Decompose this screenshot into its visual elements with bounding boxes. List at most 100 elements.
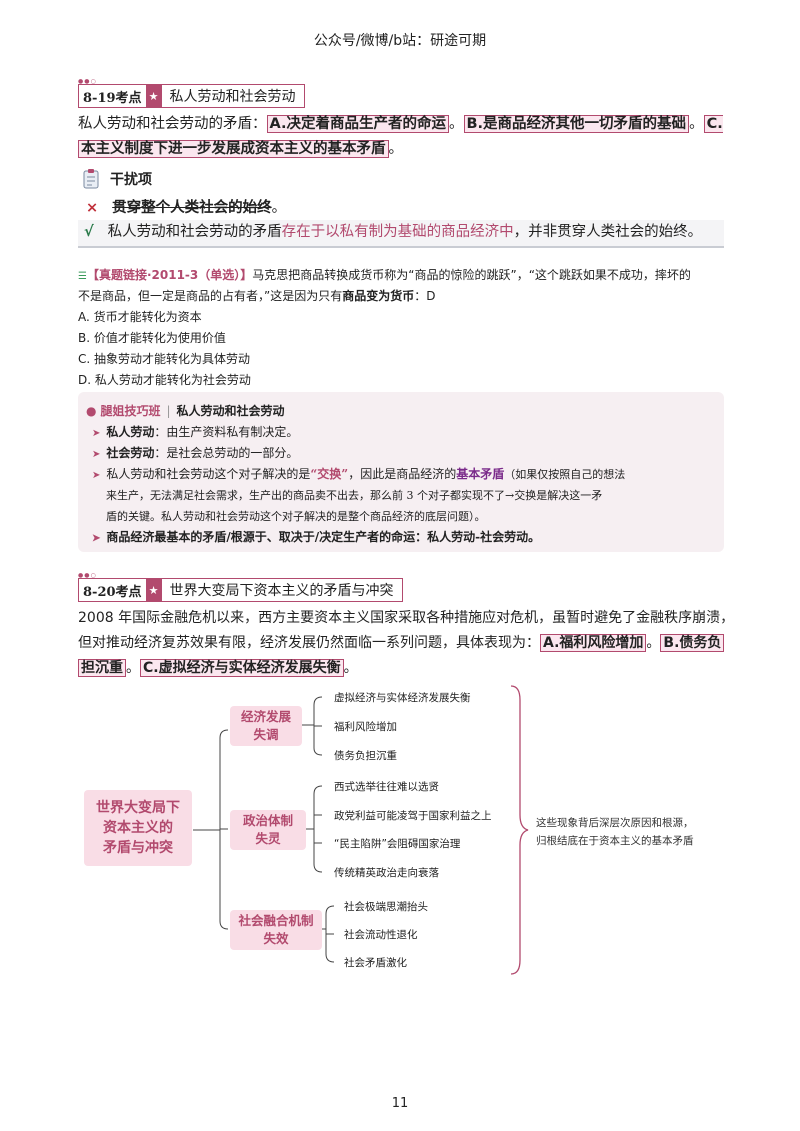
tip-divider: | bbox=[166, 403, 171, 418]
tip-title: 私人劳动和社会劳动 bbox=[176, 404, 285, 418]
option-c: C. 抽象劳动才能转化为具体劳动 bbox=[78, 352, 251, 366]
clipboard-icon bbox=[83, 169, 99, 189]
section2-p1: 2008 年国际金融危机以来，西方主要资本主义国家采取各种措施应对危机，虽暂时避… bbox=[78, 610, 735, 626]
leaf-item: 社会极端思潮抬头 bbox=[344, 901, 428, 913]
tip-line-2: ➤ 社会劳动：是社会总劳动的一部分。 bbox=[92, 443, 298, 465]
option-b: B. 价值才能转化为使用价值 bbox=[78, 331, 226, 345]
question-link: 【真题链接·2011-3（单选）】 bbox=[86, 268, 253, 282]
leaf-item: 社会流动性退化 bbox=[344, 929, 418, 941]
right-line: √私人劳动和社会劳动的矛盾存在于以私有制为基础的商品经济中，并非贯穿人类社会的始… bbox=[84, 220, 702, 245]
mindmap-note: 这些现象背后深层次原因和根源， 归根结底在于资本主义的基本矛盾 bbox=[536, 814, 694, 850]
question-stem: ☰【真题链接·2011-3（单选）】马克思把商品转换成货币称为“商品的惊险的跳跃… bbox=[78, 265, 728, 287]
stem-2b: 商品变为货币 bbox=[342, 289, 415, 303]
section-tag-8-19: ●●○ 8-19考点 ★ 私人劳动和社会劳动 bbox=[78, 78, 305, 108]
leaf-item: 传统精英政治走向衰落 bbox=[334, 867, 439, 879]
separator: 。 bbox=[689, 116, 704, 132]
tag-box: 8-20考点 ★ 世界大变局下资本主义的矛盾与冲突 bbox=[78, 578, 403, 602]
tag-title: 私人劳动和社会劳动 bbox=[169, 89, 296, 105]
tip-l3c: ，因此是商品经济的 bbox=[348, 467, 457, 481]
branch-label: 政治体制 bbox=[242, 813, 293, 828]
tip-line-4: 来生产，无法满足社会需求，生产出的商品卖不出去，那么前 3 个对子都实现不了→交… bbox=[106, 489, 603, 502]
tip-l2a: 社会劳动 bbox=[106, 446, 155, 460]
tip-l5a: 盾的关键。私人劳动和社会劳动这个对子解决的是整个商品经济的底层问题） bbox=[106, 510, 475, 523]
para-lead: 私人劳动和社会劳动的矛盾： bbox=[78, 116, 267, 132]
tip-line-1: ➤ 私人劳动：由生产资料私有制决定。 bbox=[92, 422, 298, 444]
tip-l2b: ：是社会总劳动的一部分。 bbox=[154, 446, 299, 460]
root-line: 矛盾与冲突 bbox=[103, 840, 173, 856]
page-number: 11 bbox=[391, 1096, 409, 1111]
branch-politics: 政治体制 失灵 bbox=[230, 810, 306, 850]
tag-title: 世界大变局下资本主义的矛盾与冲突 bbox=[169, 583, 394, 599]
tip-l6: 商品经济最基本的矛盾/根源于、取决于/决定生产者的命运：私人劳动-社会劳动。 bbox=[106, 530, 541, 544]
right-b: 存在于以私有制为基础的商品经济中 bbox=[281, 224, 514, 240]
note-line: 这些现象背后深层次原因和根源， bbox=[536, 817, 694, 829]
stem-2a: 不是商品，但一定是商品的占有者，”这是因为只有 bbox=[78, 289, 343, 303]
separator: 。 bbox=[126, 660, 140, 676]
decor-dots: ●●○ bbox=[78, 78, 97, 85]
separator: 。 bbox=[388, 141, 404, 157]
branch-label: 失调 bbox=[253, 727, 279, 742]
highlight-b1: B.债务负 bbox=[660, 634, 725, 652]
highlight-b: B.是商品经济其他一切矛盾的基础 bbox=[463, 115, 690, 133]
highlight-c2: 本主义制度下进一步发展成资本主义的基本矛盾 bbox=[78, 140, 389, 158]
tip-l3e: （如果仅按照自己的想法 bbox=[504, 468, 626, 481]
separator: 。 bbox=[646, 635, 661, 651]
option-a: A. 货币才能转化为资本 bbox=[78, 310, 202, 324]
arrow-icon: ➤ bbox=[92, 533, 101, 544]
leaf-item: 西式选举往往难以选贤 bbox=[334, 781, 439, 793]
note-line: 归根结底在于资本主义的基本矛盾 bbox=[536, 835, 694, 847]
mindmap-root: 世界大变局下 资本主义的 矛盾与冲突 bbox=[84, 790, 192, 866]
leaf-item: 福利风险增加 bbox=[334, 721, 397, 733]
page-header: 公众号/微博/b站：研途可期 bbox=[313, 33, 487, 49]
section-tag-8-20: ●●○ 8-20考点 ★ 世界大变局下资本主义的矛盾与冲突 bbox=[78, 572, 403, 602]
tip-l3a: 私人劳动和社会劳动这个对子解决的是 bbox=[106, 467, 311, 481]
star-icon: ★ bbox=[145, 579, 162, 601]
decor-dots: ●●○ bbox=[78, 572, 97, 579]
right-line-bg bbox=[78, 220, 724, 248]
leaf-item: 债务负担沉重 bbox=[334, 750, 397, 762]
tip-box bbox=[78, 392, 724, 552]
tip-l5b: 。 bbox=[474, 510, 486, 523]
list-icon: ☰ bbox=[78, 271, 87, 282]
tip-l3b: “交换” bbox=[310, 467, 349, 481]
leaf-item: “民主陷阱”会阻碍国家治理 bbox=[334, 838, 461, 850]
wrong-text: 贯穿整个人类社会的始终 bbox=[112, 200, 272, 216]
arrow-icon: ➤ bbox=[92, 428, 101, 439]
section1-paragraph-line2: 本主义制度下进一步发展成资本主义的基本矛盾。 bbox=[78, 137, 728, 162]
stem-line1: 马克思把商品转换成货币称为“商品的惊险的跳跃”，“这个跳跃如果不成功，摔坏的 bbox=[252, 268, 691, 282]
tag-number: 8-19考点 bbox=[83, 90, 142, 106]
branch-label: 失效 bbox=[263, 931, 289, 946]
arrow-icon: ➤ bbox=[92, 449, 101, 460]
separator: 。 bbox=[271, 200, 287, 216]
tip-l1a: 私人劳动 bbox=[106, 425, 155, 439]
branch-label: 社会融合机制 bbox=[238, 913, 314, 928]
p2a: 但对推动经济复苏效果有限，经济发展仍然面临一系列问题，具体表现为： bbox=[78, 635, 540, 651]
section2-p2: 但对推动经济复苏效果有限，经济发展仍然面临一系列问题，具体表现为：A.福利风险增… bbox=[78, 631, 728, 656]
separator: 。 bbox=[449, 116, 464, 132]
tip-l1b: ：由生产资料私有制决定。 bbox=[154, 425, 299, 439]
wrong-mark: × bbox=[86, 200, 99, 216]
tip-l3d: 基本矛盾 bbox=[456, 467, 505, 481]
leaf-item: 虚拟经济与实体经济发展失衡 bbox=[334, 692, 471, 704]
highlight-c: C.虚拟经济与实体经济发展失衡 bbox=[140, 659, 344, 677]
highlight-a: A.决定着商品生产者的命运 bbox=[266, 115, 449, 133]
right-c: ，并非贯穿人类社会的始终。 bbox=[513, 224, 703, 240]
separator: 。 bbox=[343, 660, 358, 676]
tip-line-3: ➤私人劳动和社会劳动这个对子解决的是“交换”，因此是商品经济的基本矛盾（如果仅按… bbox=[92, 464, 722, 486]
branch-economy: 经济发展 失调 bbox=[230, 706, 302, 746]
branch-society: 社会融合机制 失效 bbox=[230, 910, 322, 950]
option-d: D. 私人劳动才能转化为社会劳动 bbox=[78, 373, 251, 387]
branch-label: 经济发展 bbox=[240, 709, 291, 724]
tip-header: ● 腿姐技巧班 | 私人劳动和社会劳动 bbox=[86, 402, 285, 419]
stem-2c: ：D bbox=[414, 289, 436, 303]
wrong-line: × 贯穿整个人类社会的始终。 bbox=[86, 196, 286, 221]
root-line: 世界大变局下 bbox=[96, 800, 180, 816]
tip-brand: 腿姐技巧班 bbox=[100, 404, 161, 418]
tip-line-6: ➤ 商品经济最基本的矛盾/根源于、取决于/决定生产者的命运：私人劳动-社会劳动。 bbox=[92, 527, 540, 549]
leaf-item: 政党利益可能凌驾于国家利益之上 bbox=[334, 810, 492, 822]
tag-box: 8-19考点 ★ 私人劳动和社会劳动 bbox=[78, 84, 305, 108]
star-icon: ★ bbox=[145, 85, 162, 107]
tag-number: 8-20考点 bbox=[83, 584, 142, 600]
tip-line-5: 盾的关键。私人劳动和社会劳动这个对子解决的是整个商品经济的底层问题）。 bbox=[106, 506, 486, 527]
